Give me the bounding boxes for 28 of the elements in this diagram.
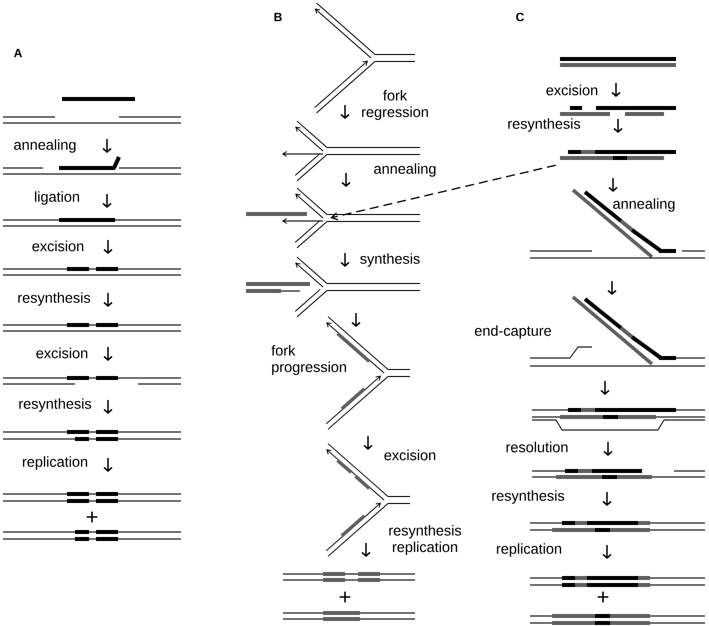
step-label: excision [32,240,84,252]
panel-label: A [14,48,22,58]
plus-sign: + [86,512,98,522]
replication-fork-drawing [246,188,420,248]
dashed-arrow [330,164,556,220]
step-label: resolution [506,442,568,452]
step-label: end-capture [474,325,552,339]
step-label: resynthesis replication [389,524,462,555]
step-label: resynthesis [492,490,564,504]
dna-duplex-drawing [560,150,676,160]
plus-sign: + [340,592,350,602]
step-label: fork regression [362,90,428,120]
panel-label: B [274,12,282,22]
step-label: annealing [613,198,674,212]
step-label: excision [546,84,598,96]
step-label: ligation [35,191,80,205]
step-label: replication [496,543,562,557]
step-label: resynthesis [18,292,90,306]
step-label: resynthesis [19,398,92,412]
plus-sign: + [598,592,608,602]
step-label: excision [384,450,436,460]
panel-label: C [516,12,524,22]
step-label: resynthesis [508,118,580,132]
step-label: fork progression [271,344,346,375]
step-label: excision [36,348,88,358]
step-label: replication [22,456,88,470]
step-label: annealing [14,139,76,153]
step-label: annealing [374,163,436,177]
